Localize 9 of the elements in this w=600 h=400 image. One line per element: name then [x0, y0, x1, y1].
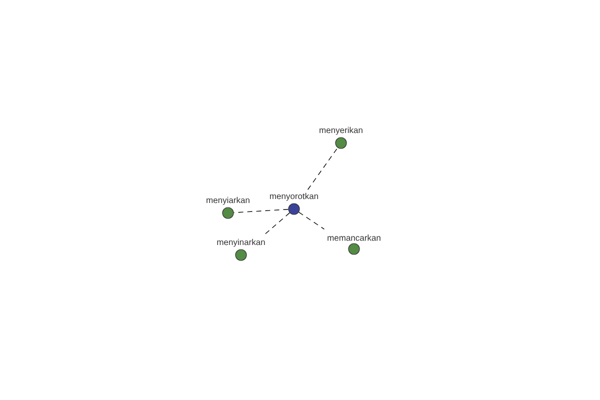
connector-line — [307, 147, 338, 190]
node-label: menyinarkan — [217, 238, 265, 247]
connector-line — [264, 212, 290, 234]
connector-line — [233, 209, 289, 213]
connector-line — [298, 212, 325, 230]
node-label: menyiarkan — [206, 196, 250, 205]
node-label: menyerikan — [320, 126, 362, 135]
node-label: menyorotkan — [270, 192, 318, 201]
node-label: memancarkan — [328, 234, 380, 241]
